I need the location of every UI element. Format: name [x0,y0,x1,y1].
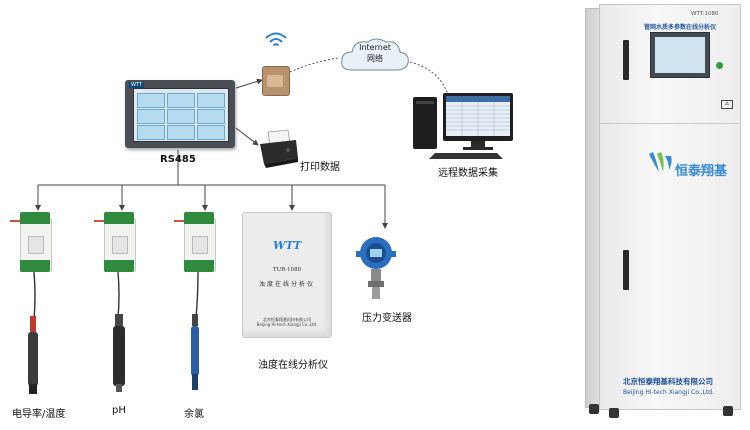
conductivity-probe [28,316,38,394]
turbidity-analyzer-label: 浊度在线分析仪 [258,360,328,371]
analyzer-model: TUR-1080 [272,267,302,273]
pressure-transmitter-label: 压力变送器 [362,313,412,324]
chlorine-module [174,212,218,274]
cabinet-company-en: Beijing Hi-tech Xiangji Co.,Ltd. [623,389,715,396]
wireless-gateway [262,66,290,96]
analyzer-company: 北京恒泰翔基科技有限公司 Beijing Hi-tech Xiangji Co.… [256,317,318,327]
warning-icon: ⚠ [721,100,733,109]
company-logo-icon [649,152,672,172]
analyzer-name: 浊度在线分析仪 [258,281,315,288]
conductivity-label: 电导率/温度 [12,409,66,420]
cabinet-company-cn: 北京恒泰翔基科技有限公司 [623,377,713,386]
computer-icon [413,93,513,159]
cabinet-foot [723,406,733,416]
ph-label: pH [112,405,126,416]
cabinet-foot [589,404,599,414]
print-data-label: 打印数据 [300,162,340,173]
printer-icon [260,129,298,168]
chlorine-probe [191,314,199,390]
lower-door-handle [623,250,629,290]
panel-screen [133,88,229,142]
conductivity-module [10,212,54,274]
ph-module [94,212,138,274]
ph-probe [113,314,125,392]
chlorine-label: 余氯 [184,409,204,420]
remote-collection-label: 远程数据采集 [438,168,498,179]
wifi-icon [265,32,287,47]
turbidity-analyzer: WTT TUR-1080 浊度在线分析仪 北京恒泰翔基科技有限公司 Beijin… [242,212,332,338]
upper-door-handle [623,40,629,80]
analyzer-cabinet: WTT-1080 管网水质多参数在线分析仪 ⚠ 恒泰翔基 北京恒泰翔基科技有限公… [585,4,745,420]
pressure-transmitter [356,237,396,299]
power-indicator-icon [716,62,723,69]
analyzer-logo: WTT [273,239,302,252]
cloud-icon [341,38,409,71]
touch-panel: WTT [125,80,235,148]
cabinet-title: 管网水质多参数在线分析仪 [643,24,716,31]
cabinet-foot [609,408,619,418]
cabinet-screen [650,32,710,78]
internet-label: Internet 网络 [359,43,391,63]
panel-brand: WTT [129,82,144,88]
cabinet-model: WTT-1080 [691,11,719,17]
cabinet-logo-text: 恒泰翔基 [675,164,728,179]
rs485-label: RS485 [160,154,196,165]
